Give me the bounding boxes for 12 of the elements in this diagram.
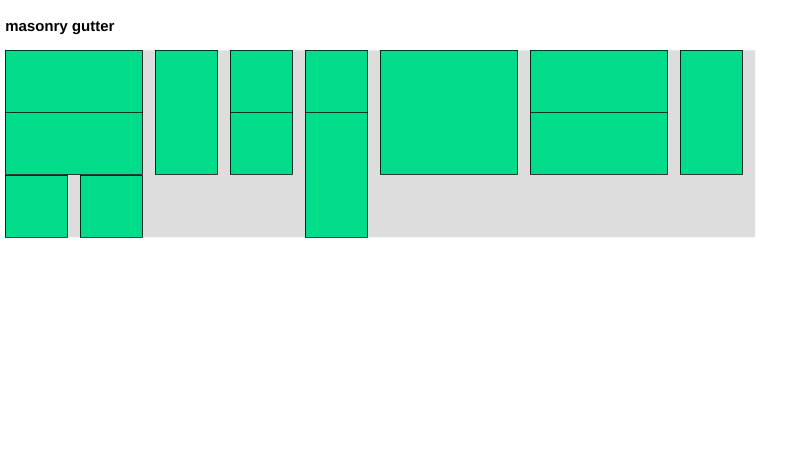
tile bbox=[230, 50, 293, 113]
tile bbox=[80, 175, 143, 238]
tile bbox=[530, 50, 668, 113]
tile bbox=[230, 112, 293, 175]
tile bbox=[5, 50, 143, 113]
tile bbox=[530, 112, 668, 175]
tile bbox=[380, 50, 518, 175]
tile bbox=[155, 50, 218, 175]
tile bbox=[305, 50, 368, 113]
tile bbox=[5, 175, 68, 238]
tile bbox=[680, 50, 743, 175]
title: masonry gutter bbox=[6, 21, 114, 34]
